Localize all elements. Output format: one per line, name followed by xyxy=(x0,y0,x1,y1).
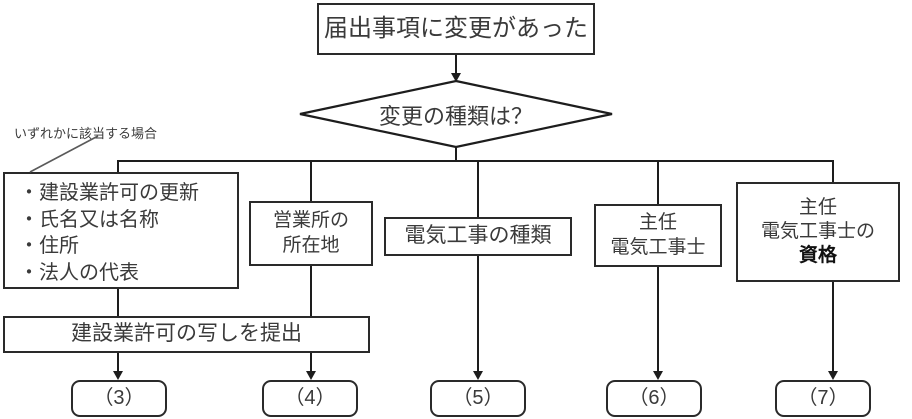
arrowhead-title-to-decision xyxy=(451,73,461,82)
connector-chief-to-outcome6 xyxy=(657,267,659,375)
condition-item: ・氏名又は名称 xyxy=(19,208,159,231)
node-title: 届出事項に変更があった xyxy=(317,3,595,55)
node-conditions-list: ・建設業許可の更新 ・氏名又は名称 ・住所 ・法人の代表 xyxy=(3,172,239,289)
connector-bus-drop-2 xyxy=(310,160,312,201)
connector-title-to-decision xyxy=(455,55,457,77)
arrowhead-outcome4 xyxy=(306,371,316,380)
connector-bus-drop-3 xyxy=(477,160,479,217)
qualification-line-2: 電気工事士の xyxy=(760,220,875,242)
arrowhead-outcome6 xyxy=(653,371,663,380)
node-outcome-7: （7） xyxy=(775,380,871,417)
connector-decision-stem xyxy=(455,147,457,161)
node-outcome-6: （6） xyxy=(606,380,702,417)
decision-label: 変更の種類は？ xyxy=(378,104,533,129)
qualification-emphasis: 資格 xyxy=(798,245,837,267)
qualification-line-1: 主任 xyxy=(798,196,837,218)
condition-item: ・住所 xyxy=(19,235,79,258)
arrowhead-outcome5 xyxy=(473,371,483,380)
condition-item: ・建設業許可の更新 xyxy=(19,182,199,204)
node-outcome-5: （5） xyxy=(430,380,526,417)
annotation-label: いずれかに該当する場合 xyxy=(14,126,158,141)
connector-office-to-submit-gap xyxy=(310,266,312,316)
arrowhead-outcome3 xyxy=(113,371,123,380)
node-chief-electrician-qualification: 主任 電気工事士の 資格 xyxy=(736,182,900,282)
connector-qualification-to-outcome7 xyxy=(832,282,834,375)
arrowhead-outcome7 xyxy=(828,371,838,380)
connector-office-to-outcome4 xyxy=(310,353,312,375)
node-chief-electrician: 主任 電気工事士 xyxy=(594,204,722,267)
node-decision: 変更の種類は？ xyxy=(298,79,614,149)
connector-bus-drop-4 xyxy=(657,160,659,204)
node-outcome-4: （4） xyxy=(262,380,358,417)
node-submit-copy: 建設業許可の写しを提出 xyxy=(3,316,370,353)
connector-bus xyxy=(118,160,834,162)
connector-submit-to-outcome3 xyxy=(117,353,119,375)
connector-bus-drop-5 xyxy=(832,160,834,182)
condition-item: ・法人の代表 xyxy=(19,261,139,284)
annotation-leader-line xyxy=(29,135,99,173)
node-outcome-3: （3） xyxy=(71,380,167,417)
connector-list-to-submit xyxy=(117,289,119,316)
connector-construction-to-outcome5 xyxy=(477,256,479,375)
diamond-shape xyxy=(299,79,613,149)
node-office-location: 営業所の 所在地 xyxy=(249,201,373,266)
connector-bus-drop-1 xyxy=(117,160,119,174)
node-construction-type: 電気工事の種類 xyxy=(384,217,572,256)
